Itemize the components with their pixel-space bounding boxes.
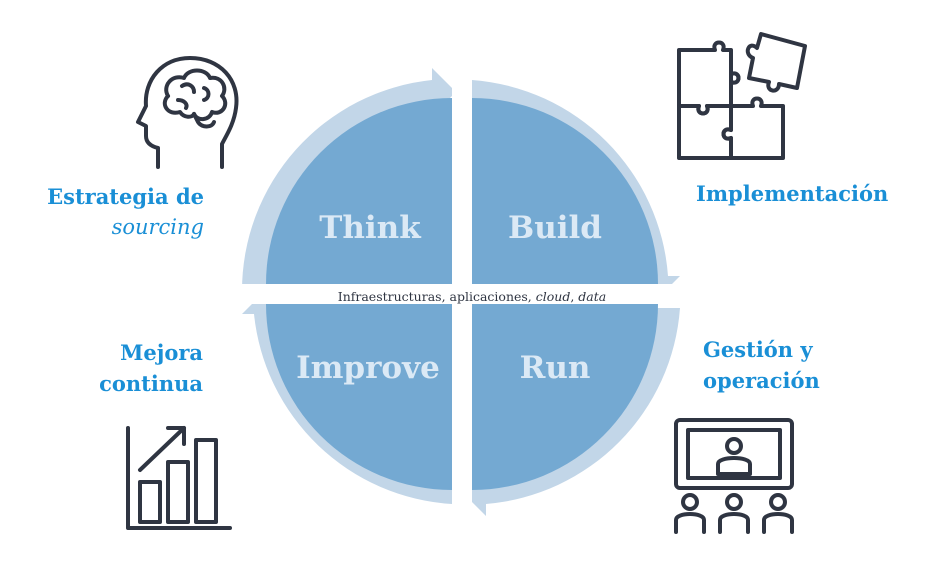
center-band-caption: Infraestructuras, aplicaciones, cloud, d…: [338, 289, 606, 304]
quadrant-label-improve: Improve: [296, 350, 440, 386]
improvement-line2: continua: [99, 371, 203, 396]
phase-label-strategy: Estrategia de sourcing: [26, 181, 204, 243]
ring-arc-think: [241, 68, 456, 292]
center-band-cloud: cloud: [536, 289, 571, 304]
quadrant-improve: [266, 304, 452, 490]
operation-line1: Gestión y: [703, 337, 813, 362]
improvement-line1: Mejora: [120, 340, 203, 365]
quadrant-run: [472, 304, 658, 490]
horizontal-divider: [236, 284, 688, 304]
quadrant-label-build: Build: [508, 210, 602, 246]
phase-label-improvement: Mejora continua: [60, 337, 203, 399]
vertical-divider-lower: [452, 304, 472, 518]
quadrant-build: [472, 98, 658, 284]
center-band-part1: Infraestructuras, aplicaciones,: [338, 289, 536, 304]
puzzle-icon: [675, 30, 810, 164]
quadrants: [266, 98, 658, 490]
brain-head-icon: [128, 52, 248, 170]
strategy-line2: sourcing: [111, 215, 204, 239]
strategy-line1: Estrategia de: [47, 184, 204, 209]
growth-chart-icon: [122, 424, 234, 534]
quadrant-think: [266, 98, 452, 284]
phase-label-operation: Gestión y operación: [703, 334, 820, 396]
implementation-label: Implementación: [696, 181, 889, 206]
quadrant-label-run: Run: [520, 350, 591, 386]
vertical-divider: [452, 70, 472, 284]
ring-arc-run: [462, 308, 680, 516]
presentation-audience-icon: [672, 416, 796, 534]
center-band-data: data: [578, 289, 606, 304]
operation-line2: operación: [703, 368, 820, 393]
phase-label-implementation: Implementación: [696, 178, 888, 209]
center-band-part3: ,: [570, 289, 578, 304]
quadrant-label-think: Think: [319, 210, 422, 246]
